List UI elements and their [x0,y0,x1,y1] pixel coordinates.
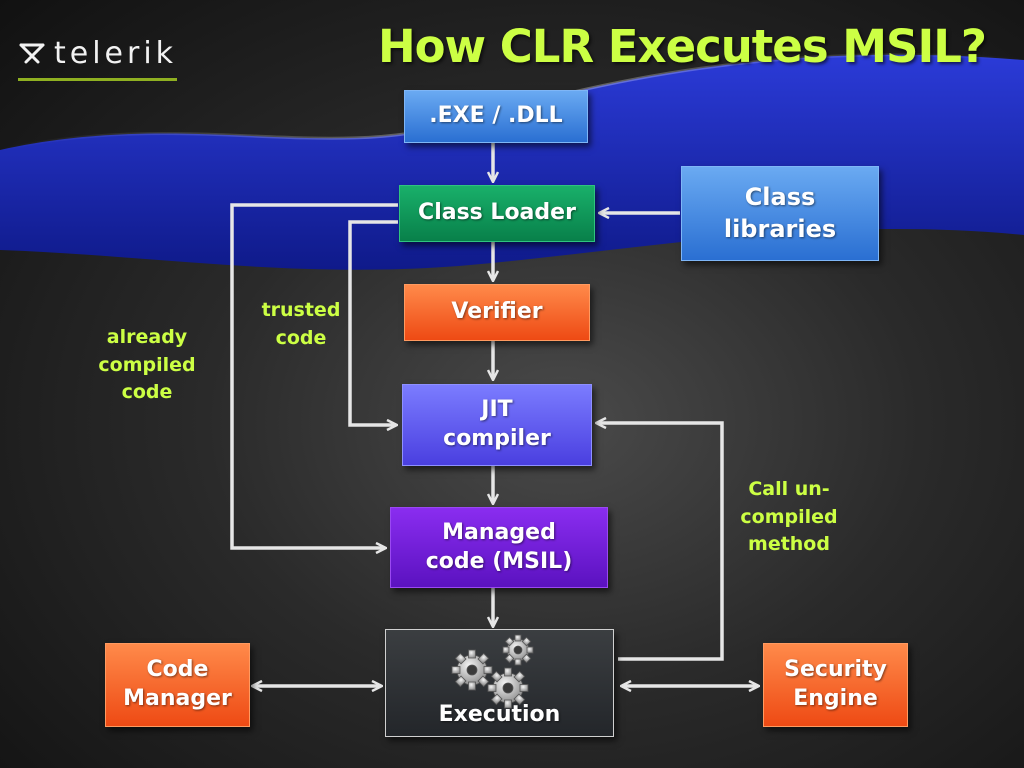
node-security-engine: Security Engine [763,643,908,727]
node-code-manager: Code Manager [105,643,250,727]
node-exe-dll: .EXE / .DLL [404,90,588,143]
node-class-loader: Class Loader [399,185,595,242]
node-execution: Execution [385,629,614,737]
telerik-logo: telerik [18,30,178,81]
gears-icon [451,634,534,709]
label-already-compiled-code: already compiled code [98,326,196,404]
label-call-uncompiled-method: Call un- compiled method [740,478,838,556]
node-class-libraries: Class libraries [681,166,879,261]
node-verifier: Verifier [404,284,590,341]
telerik-logo-text: telerik [54,35,178,71]
node-managed-code: Managed code (MSIL) [390,507,608,588]
node-execution-label: Execution [438,702,561,728]
telerik-logo-icon [19,43,45,64]
node-jit-compiler: JIT compiler [402,384,592,466]
label-trusted-code: trusted code [261,299,341,349]
slide-title: How CLR Executes MSIL? [377,20,987,73]
